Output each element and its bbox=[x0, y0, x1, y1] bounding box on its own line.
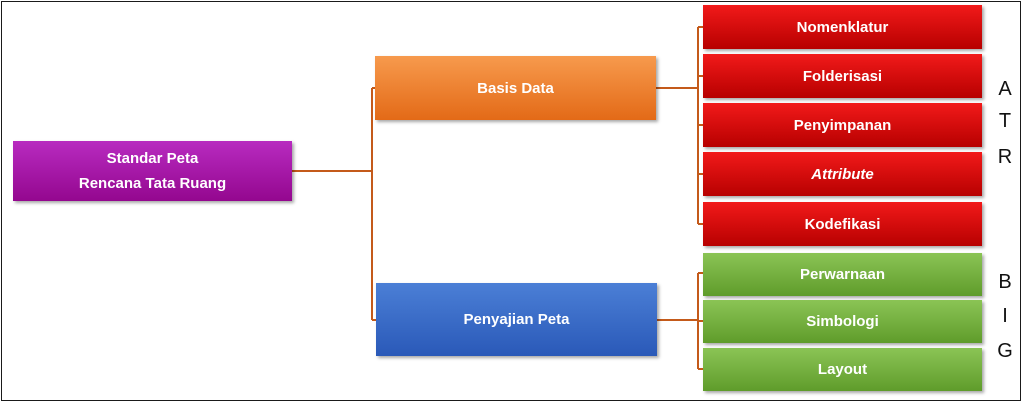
side-letter-a: A bbox=[998, 78, 1012, 100]
leaf-label: Nomenklatur bbox=[796, 18, 889, 36]
branch-penyajian-peta-label: Penyajian Peta bbox=[463, 311, 570, 328]
leaf-kodefikasi: Kodefikasi bbox=[703, 202, 982, 246]
side-letter-g: G bbox=[997, 340, 1013, 362]
root-node: Standar Peta Rencana Tata Ruang bbox=[13, 141, 292, 201]
leaf-nomenklatur: Nomenklatur bbox=[703, 5, 982, 49]
root-label-line1: Standar Peta bbox=[106, 150, 199, 167]
side-letter-r: R bbox=[997, 146, 1013, 168]
branch-basis-data-label: Basis Data bbox=[477, 79, 554, 97]
leaf-label: Folderisasi bbox=[802, 67, 883, 85]
leaf-label: Perwarnaan bbox=[799, 266, 886, 283]
branch-penyajian-peta: Penyajian Peta bbox=[376, 283, 657, 356]
side-letter-t: T bbox=[998, 110, 1012, 132]
side-letter-b: B bbox=[998, 271, 1012, 293]
leaf-perwarnaan: Perwarnaan bbox=[703, 253, 982, 296]
leaf-label: Simbologi bbox=[806, 313, 879, 330]
leaf-label: Attribute bbox=[811, 165, 874, 183]
leaf-layout: Layout bbox=[703, 348, 982, 391]
leaf-folderisasi: Folderisasi bbox=[703, 54, 982, 98]
leaf-attribute: Attribute bbox=[703, 152, 982, 196]
leaf-label: Penyimpanan bbox=[793, 116, 892, 134]
side-letter-i: I bbox=[1002, 305, 1008, 327]
root-label-line2: Rencana Tata Ruang bbox=[78, 175, 227, 192]
branch-basis-data: Basis Data bbox=[375, 56, 656, 120]
leaf-simbologi: Simbologi bbox=[703, 300, 982, 343]
leaf-label: Layout bbox=[817, 361, 868, 378]
leaf-penyimpanan: Penyimpanan bbox=[703, 103, 982, 147]
leaf-label: Kodefikasi bbox=[804, 215, 881, 233]
